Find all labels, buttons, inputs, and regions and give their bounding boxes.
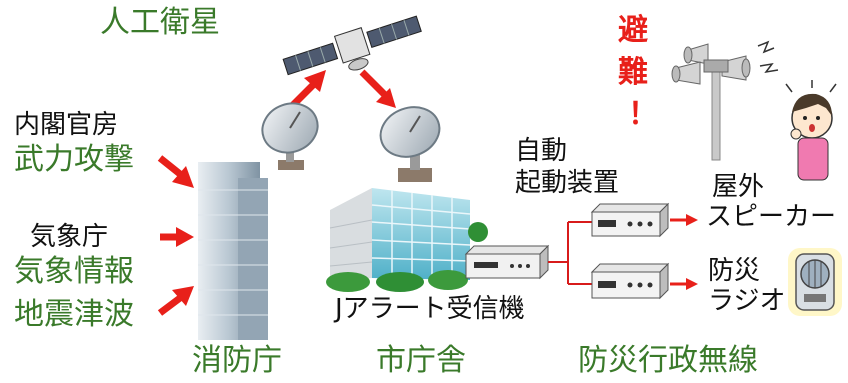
outdoor-speaker-icon [671,40,779,161]
city-hall-building-icon [326,188,488,292]
disaster-radio-icon [788,248,842,316]
auto-start-label-line1: 自動 [515,136,568,166]
auto-start-device-upper-icon [590,202,670,238]
cabinet-office-label: 内閣官房 [14,110,119,140]
satellite-icon [282,15,422,76]
evacuate-exclamation: ！ [628,97,658,132]
disaster-wireless-label: 防災行政無線 [578,343,758,378]
armed-attack-label: 武力攻撃 [14,142,134,177]
arrow-to-radio [670,278,698,290]
auto-start-label-line2: 起動装置 [515,168,620,198]
satellite-label: 人工衛星 [100,5,220,40]
evacuate-char-2: 難 [618,55,648,90]
connection-lines [548,221,592,285]
arrow-earthquake-tsunami [157,286,194,316]
weather-info-label: 気象情報 [14,254,134,289]
arrow-weather-info [160,227,194,247]
downlink-arrow [359,69,396,108]
outdoor-speaker-label-line2: スピーカー [706,202,837,232]
city-hall-label: 市庁舎 [376,343,466,378]
scared-person-icon [785,80,837,181]
uplink-arrow [287,70,326,111]
jalert-receiver-icon [464,244,550,280]
evacuate-char-1: 避 [618,13,648,48]
jma-label: 気象庁 [30,222,109,252]
fire-agency-dish-icon [261,102,319,170]
earthquake-tsunami-label: 地震津波 [14,297,134,332]
city-hall-dish-icon [379,106,441,182]
disaster-radio-label-line1: 防災 [708,256,761,286]
arrow-to-speaker [670,214,698,226]
fire-agency-label: 消防庁 [192,343,282,378]
auto-start-device-lower-icon [590,262,670,300]
arrow-armed-attack [157,155,194,188]
outdoor-speaker-label-line1: 屋外 [712,172,765,202]
jalert-receiver-label: Jアラート受信機 [335,294,525,324]
disaster-radio-label-line2: ラジオ [708,286,786,316]
fire-agency-building-icon [198,162,268,340]
